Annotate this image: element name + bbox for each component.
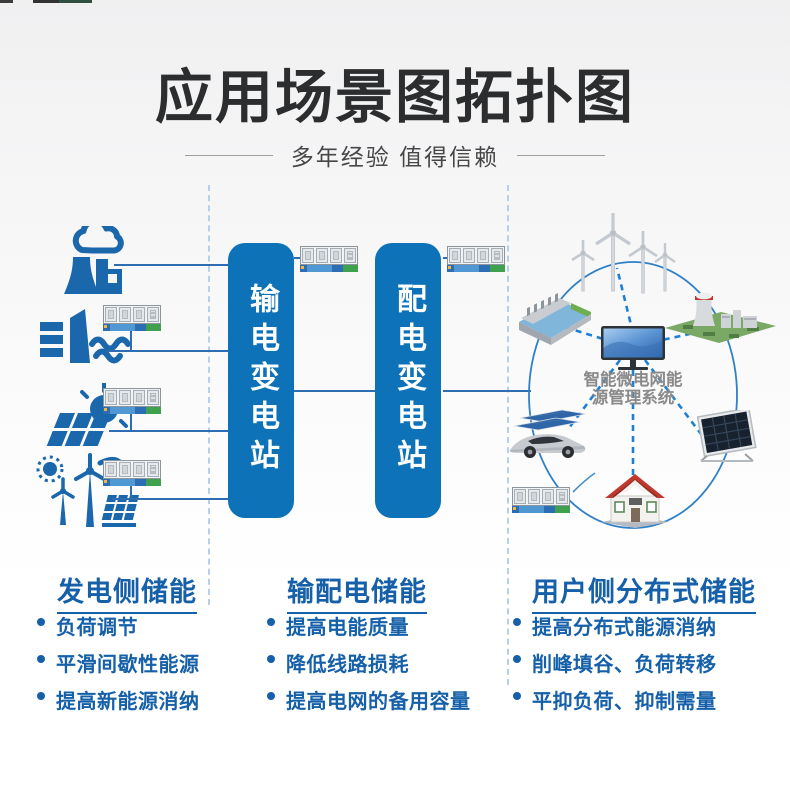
column-heading-transmission: 输配电储能 [287,570,427,614]
column-bullets-generation: 负荷调节 平滑间歇性能源 提高新能源消纳 [37,611,200,714]
bullet-dot [267,655,275,663]
battery-container-image [103,305,161,331]
bullet-item: 平抑负荷、抑制需量 [513,685,717,714]
bullet-dot [513,618,521,626]
bullet-item: 平滑间歇性能源 [37,648,200,677]
column-heading-userside: 用户侧分布式储能 [532,570,756,614]
bullet-dot [513,692,521,700]
bullet-item: 提高新能源消纳 [37,685,200,714]
connector-line [114,264,228,266]
hydro-power-icon [40,309,131,364]
bullet-dot [37,618,45,626]
page-subtitle: 多年经验 值得信赖 [290,144,500,170]
bullet-dot [513,655,521,663]
screenshot-artifact [0,0,13,3]
connector-stub [294,257,301,259]
transmission-substation: 输电变电站 [228,243,294,518]
column-bullets-userside: 提高分布式能源消纳 削峰填谷、负荷转移 平抑负荷、抑制需量 [513,611,717,714]
bullet-item: 提高电网的备用容量 [267,685,471,714]
bus-line [443,390,531,392]
bullet-dot [267,618,275,626]
connector-line [112,498,228,500]
connector-line [109,430,228,432]
thermal-plant-icon [665,292,776,343]
connector-stub [130,486,132,500]
connector-stub [130,331,132,352]
bullet-dot [37,692,45,700]
bullet-item: 负荷调节 [37,611,200,640]
hub-label-line1: 智能微电网能 [583,371,683,389]
screenshot-artifact [33,0,59,3]
wind-solar-icon [36,453,139,527]
screenshot-artifact [59,0,92,3]
page-title: 应用场景图拓扑图 [154,65,635,130]
bullet-item: 削峰填谷、负荷转移 [513,648,717,677]
divider-dashed-right [507,185,509,685]
bullet-dot [267,692,275,700]
solar-ev-car-icon [509,409,587,458]
subtitle-right-rule [517,154,606,156]
battery-container-image [447,246,505,272]
bus-line [294,390,375,392]
battery-container-icon [512,487,570,513]
hydro-dam-icon [519,293,591,345]
battery-container-image [103,388,161,414]
battery-container-image [300,246,358,272]
divider-dashed-left [208,185,210,605]
distribution-substation: 配电变电站 [375,243,441,518]
solar-panel-icon [697,410,757,462]
wind-farm-icon [571,213,676,294]
connector-stub [443,257,448,259]
connector-stub [130,414,132,432]
hub-label-line2: 源管理系统 [591,389,675,407]
bullet-item: 提高分布式能源消纳 [513,611,717,640]
connector-line [108,350,228,352]
subtitle-row: 多年经验 值得信赖 [0,138,790,172]
battery-container-image [103,460,161,486]
bullet-dot [37,655,45,663]
bullet-item: 提高电能质量 [267,611,471,640]
thermal-power-icon [64,226,124,294]
subtitle-left-rule [184,154,273,156]
house-icon [601,474,669,528]
hub-label: 智能微电网能 源管理系统 [548,371,718,407]
bullet-item: 降低线路损耗 [267,648,471,677]
column-bullets-transmission: 提高电能质量 降低线路损耗 提高电网的备用容量 [267,611,471,714]
energy-monitor-icon [601,326,665,370]
column-heading-generation: 发电侧储能 [57,570,197,614]
